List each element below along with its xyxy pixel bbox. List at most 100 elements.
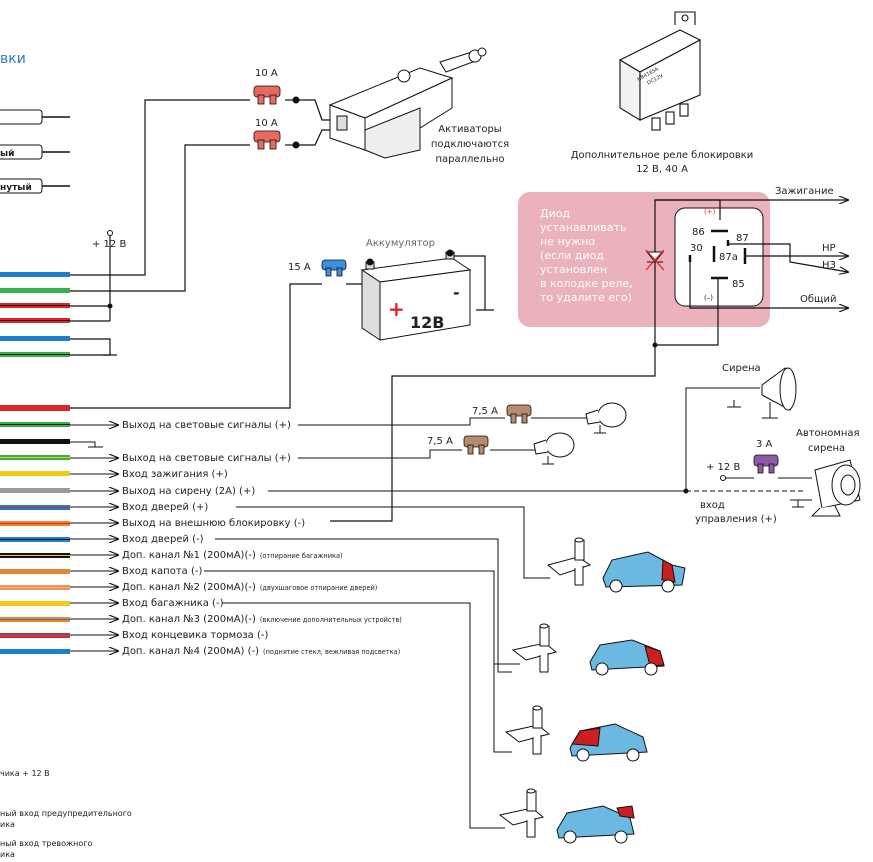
wire-label: Выход на внешнюю блокировку (-) bbox=[122, 518, 305, 529]
svg-text:то удалите его): то удалите его) bbox=[540, 291, 632, 304]
crossed-diode-icon bbox=[645, 249, 665, 271]
relay-pin-minus: (–) bbox=[704, 294, 713, 302]
fuse-7-5a-2 bbox=[463, 435, 489, 455]
left-tag-2-text: ый bbox=[0, 149, 14, 159]
relay-pin-87: 87 bbox=[736, 233, 749, 244]
svg-text:устанавливать: устанавливать bbox=[540, 221, 626, 234]
harness-main bbox=[0, 405, 70, 654]
plus12-top: + 12 В bbox=[92, 239, 126, 250]
svg-text:Автономная: Автономная bbox=[796, 428, 860, 439]
bottom-note-1: чика + 12 В bbox=[0, 769, 50, 778]
battery-value: 12В bbox=[410, 313, 444, 332]
relay-pin-87a: 87а bbox=[719, 252, 738, 263]
bulb-icon bbox=[585, 402, 627, 434]
fuse-10a-1 bbox=[253, 85, 281, 105]
left-tag-3-text: нутый bbox=[0, 183, 32, 193]
relay-pin-85: 85 bbox=[732, 279, 745, 290]
wire-labels: Выход на световые сигналы (+) Выход на с… bbox=[122, 420, 402, 657]
wire-label-lines bbox=[70, 425, 118, 651]
bottom-note-2a: ный вход предупредительного bbox=[0, 809, 132, 818]
car-icon bbox=[569, 723, 648, 762]
fuse-10a-2 bbox=[253, 130, 281, 150]
relay-out-nz: НЗ bbox=[822, 260, 836, 271]
wire-label: Доп. канал №4 (200мА) (-)(поднятие стекл… bbox=[122, 646, 400, 657]
wire-label: Вход багажника (-) bbox=[122, 598, 224, 609]
fuse-15a bbox=[321, 259, 347, 277]
bottom-note-2b: ика bbox=[0, 820, 15, 829]
siren-label: Сирена bbox=[722, 363, 761, 374]
svg-text:подключаются: подключаются bbox=[431, 139, 509, 150]
wire-label: Выход на световые сигналы (+) bbox=[122, 420, 291, 431]
relay-pin-86: 86 bbox=[692, 227, 705, 238]
door-switch-icon bbox=[546, 537, 592, 586]
relay-out-hr: НР bbox=[822, 243, 836, 254]
svg-text:вход: вход bbox=[700, 500, 725, 511]
svg-text:управления (+): управления (+) bbox=[695, 514, 777, 525]
relay-caption: Дополнительное реле блокировки 12 В, 40 … bbox=[571, 150, 754, 175]
car-icon bbox=[602, 551, 686, 593]
relay-out-ignition: Зажигание bbox=[775, 186, 834, 197]
car-icon bbox=[556, 805, 635, 844]
relay-pin-plus: (+) bbox=[704, 208, 716, 216]
wire-label: Вход капота (-) bbox=[122, 566, 202, 577]
svg-text:12 В, 40 А: 12 В, 40 А bbox=[636, 164, 688, 175]
wire-label: Вход дверей (-) bbox=[122, 534, 204, 545]
fuse-15a-label: 15 А bbox=[288, 262, 311, 273]
header-fragment: вки bbox=[0, 51, 26, 67]
relay-pin-30: 30 bbox=[690, 243, 703, 254]
left-tag-2: ый bbox=[0, 144, 70, 160]
wire-label: Вход дверей (+) bbox=[122, 502, 208, 513]
wire-label: Вход концевика тормоза (-) bbox=[122, 630, 268, 641]
actuators-caption: Активаторы подключаются параллельно bbox=[431, 124, 509, 165]
battery-minus: - bbox=[453, 283, 460, 302]
fuse-7-5a-1 bbox=[506, 404, 532, 424]
brake-switch-icon bbox=[498, 788, 545, 838]
bottom-note-3b: ика bbox=[0, 850, 15, 859]
fuse-3a bbox=[753, 454, 779, 474]
fuse-10a-2-label: 10 А bbox=[255, 118, 278, 129]
relay-icon bbox=[618, 11, 702, 131]
wire-label: Вход зажигания (+) bbox=[122, 469, 228, 480]
svg-text:Дополнительное реле блокировки: Дополнительное реле блокировки bbox=[571, 150, 754, 161]
relay-outputs bbox=[652, 200, 849, 348]
control-input-caption: вход управления (+) bbox=[695, 500, 777, 525]
fuse-10a-1-label: 10 А bbox=[255, 68, 278, 79]
siren-icon bbox=[761, 367, 797, 419]
battery-title: Аккумулятор bbox=[366, 238, 435, 249]
svg-text:установлен: установлен bbox=[540, 263, 607, 276]
relay-out-common: Общий bbox=[800, 294, 836, 305]
plus12-siren: + 12 В bbox=[706, 462, 740, 473]
svg-text:сирена: сирена bbox=[808, 443, 845, 454]
wire-label: Выход на световые сигналы (+) bbox=[122, 453, 291, 464]
fuse-lamp-1-label: 7,5 А bbox=[472, 406, 498, 417]
svg-text:(если диод: (если диод bbox=[540, 249, 604, 262]
switch-wiring bbox=[204, 506, 550, 829]
hood-switch-icon bbox=[511, 623, 558, 673]
actuator-icon bbox=[328, 47, 487, 159]
svg-text:параллельно: параллельно bbox=[435, 154, 504, 165]
fuse-3a-label: 3 А bbox=[756, 439, 773, 450]
actuator-wiring: + 12 В bbox=[70, 96, 335, 356]
wire-label: Доп. канал №1 (200мА)(-)(отпирание багаж… bbox=[122, 550, 343, 561]
trunk-switch-icon bbox=[504, 705, 551, 755]
svg-text:Диод: Диод bbox=[540, 207, 570, 220]
harness-top bbox=[0, 272, 70, 357]
wire-label: Доп. канал №2 (200мА)(-)(двухшаговое отп… bbox=[122, 582, 377, 593]
battery-plus: + bbox=[388, 297, 405, 321]
autonomous-siren-icon bbox=[810, 459, 861, 517]
wire-label: Доп. канал №3 (200мА)(-)(включение допол… bbox=[122, 614, 402, 625]
car-icon bbox=[589, 639, 665, 676]
left-tag-white bbox=[0, 109, 70, 125]
autonomous-siren-caption: Автономная сирена bbox=[796, 428, 860, 454]
fuse-lamp-2-label: 7,5 А bbox=[427, 436, 453, 447]
svg-text:Активаторы: Активаторы bbox=[438, 124, 501, 135]
diode-note: Диод устанавливать не нужно (если диод у… bbox=[540, 207, 633, 304]
svg-text:не нужно: не нужно bbox=[540, 235, 595, 248]
bottom-note-3a: ный вход тревожного bbox=[0, 839, 93, 848]
relay-schematic bbox=[674, 207, 764, 307]
battery-icon bbox=[360, 249, 472, 341]
wire-label: Выход на сирену (2А) (+) bbox=[122, 486, 255, 497]
left-tag-3: нутый bbox=[0, 178, 70, 194]
bulb-icon bbox=[533, 432, 575, 465]
